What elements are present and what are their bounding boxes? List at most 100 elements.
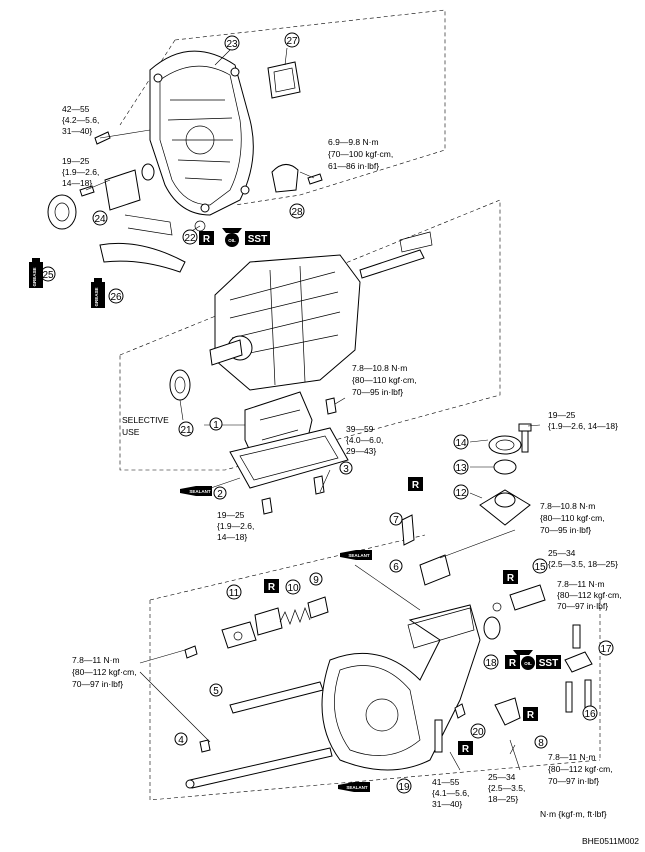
callout-7: 7 — [389, 512, 403, 526]
svg-text:GREASE: GREASE — [94, 287, 99, 306]
callout-8: 8 — [534, 735, 548, 749]
clutch-housing — [149, 50, 254, 216]
svg-text:14—18}: 14—18} — [62, 178, 92, 188]
figure-code: BHE0511M002 — [582, 836, 639, 846]
badge-r-oil-sst-top: R OIL SST — [199, 228, 270, 247]
svg-text:25—34: 25—34 — [548, 548, 576, 558]
svg-text:SEALANT: SEALANT — [189, 489, 211, 494]
svg-text:USE: USE — [122, 427, 140, 437]
svg-text:{1.9—2.6, 14—18}: {1.9—2.6, 14—18} — [548, 421, 618, 431]
svg-text:10: 10 — [287, 583, 299, 594]
svg-text:{80—112 kgf·cm,: {80—112 kgf·cm, — [72, 667, 137, 677]
callout-24: 24 — [92, 210, 108, 226]
callout-23: 23 — [224, 35, 240, 51]
svg-text:OIL: OIL — [228, 238, 236, 243]
sealant-tube-extension: SEALANT — [340, 550, 372, 560]
grease-tube-25: GREASE — [29, 258, 43, 288]
callout-17: 17 — [598, 640, 614, 656]
svg-text:SELECTIVE: SELECTIVE — [122, 415, 169, 425]
svg-text:4: 4 — [178, 735, 184, 746]
svg-text:24: 24 — [94, 214, 106, 225]
svg-text:OIL: OIL — [524, 661, 532, 666]
callout-5: 5 — [209, 683, 223, 697]
switch-8 — [494, 697, 521, 726]
callout-6: 6 — [389, 559, 403, 573]
svg-text:9: 9 — [313, 575, 319, 586]
callout-2: 2 — [213, 486, 227, 500]
svg-text:R: R — [507, 573, 515, 584]
svg-text:28: 28 — [291, 207, 303, 218]
svg-text:R: R — [268, 582, 276, 593]
torque-label-42-55: 42—55 {4.2—5.6, 31—40} — [62, 104, 99, 136]
callout-12: 12 — [453, 484, 469, 500]
svg-text:7.8—10.8 N·m: 7.8—10.8 N·m — [540, 501, 595, 511]
cover-11 — [221, 621, 257, 649]
boot-28 — [271, 164, 299, 193]
release-collar-24 — [104, 163, 155, 211]
svg-text:17: 17 — [600, 644, 612, 655]
torque-label-19-25-c: 19—25 {1.9—2.6, 14—18} — [548, 410, 618, 431]
svg-text:19—25: 19—25 — [62, 156, 90, 166]
bolt-group-top — [79, 131, 323, 197]
badge-r-8: R — [523, 707, 538, 721]
torque-label-6.9-9.8: 6.9—9.8 N·m {70—100 kgf·cm, 61—86 in·lbf… — [328, 137, 393, 171]
svg-text:26: 26 — [110, 292, 122, 303]
svg-text:SST: SST — [539, 658, 558, 669]
svg-text:{1.9—2.6,: {1.9—2.6, — [217, 521, 254, 531]
grease-tube-26: GREASE — [91, 278, 105, 308]
svg-text:{80—112 kgf·cm,: {80—112 kgf·cm, — [548, 764, 613, 774]
svg-text:7.8—10.8 N·m: 7.8—10.8 N·m — [352, 363, 407, 373]
callout-27: 27 — [284, 32, 300, 48]
callout-15: 15 — [532, 558, 548, 574]
callout-18: 18 — [483, 654, 499, 670]
extension-housing-group-outline — [149, 534, 601, 801]
svg-text:70—97 in·lbf}: 70—97 in·lbf} — [72, 679, 123, 689]
extension-housing — [321, 604, 481, 771]
callout-3: 3 — [339, 461, 353, 475]
bolts-case — [261, 397, 337, 515]
selective-use-note: SELECTIVE USE — [122, 415, 169, 437]
sealant-tube-2: SEALANT — [180, 486, 212, 496]
svg-text:{80—110 kgf·cm,: {80—110 kgf·cm, — [540, 513, 605, 523]
plug-9 — [307, 596, 329, 619]
svg-text:R: R — [462, 744, 470, 755]
svg-text:23: 23 — [226, 39, 238, 50]
retainer-12 — [479, 489, 531, 526]
svg-text:SST: SST — [248, 234, 267, 245]
callout-10: 10 — [285, 579, 301, 595]
svg-text:19—25: 19—25 — [217, 510, 245, 520]
spring-10 — [279, 607, 311, 625]
oil-seal-21 — [169, 369, 191, 401]
svg-text:R: R — [527, 710, 535, 721]
shift-rod-4 — [185, 747, 333, 789]
svg-text:{4.0—6.0,: {4.0—6.0, — [346, 435, 383, 445]
svg-text:2: 2 — [217, 489, 223, 500]
svg-text:7.8—11 N·m: 7.8—11 N·m — [72, 655, 120, 665]
svg-text:{80—112 kgf·cm,: {80—112 kgf·cm, — [557, 590, 622, 600]
callout-22: 22 — [182, 229, 198, 245]
svg-text:25—34: 25—34 — [488, 772, 516, 782]
svg-text:18: 18 — [485, 658, 497, 669]
svg-text:{80—110 kgf·cm,: {80—110 kgf·cm, — [352, 375, 417, 385]
badge-r-10: R — [264, 579, 279, 593]
seal-13 — [493, 459, 517, 475]
svg-text:70—97 in·lbf}: 70—97 in·lbf} — [548, 776, 599, 786]
callout-21: 21 — [178, 421, 194, 437]
svg-text:20: 20 — [472, 727, 484, 738]
gasket-10-part — [254, 607, 283, 636]
svg-text:15: 15 — [534, 562, 546, 573]
callout-13: 13 — [453, 459, 469, 475]
vehicle-speed-sensor-15 — [492, 584, 546, 612]
callout-16: 16 — [582, 705, 598, 721]
units-note: N·m {kgf·m, ft·lbf} — [540, 809, 607, 819]
svg-text:70—95 in·lbf}: 70—95 in·lbf} — [352, 387, 403, 397]
svg-text:6.9—9.8 N·m: 6.9—9.8 N·m — [328, 137, 379, 147]
torque-label-7.8-10.8-b: 7.8—10.8 N·m {80—110 kgf·cm, 70—95 in·lb… — [540, 501, 605, 535]
svg-text:61—86 in·lbf}: 61—86 in·lbf} — [328, 161, 379, 171]
torque-label-41-55: 41—55 {4.1—5.6, 31—40} — [432, 777, 469, 809]
svg-text:16: 16 — [584, 709, 596, 720]
badge-r-7: R — [408, 477, 423, 491]
torque-label-25-34-b: 25—34 {2.5—3.5, 18—25} — [488, 772, 525, 804]
gasket-14 — [488, 435, 522, 455]
